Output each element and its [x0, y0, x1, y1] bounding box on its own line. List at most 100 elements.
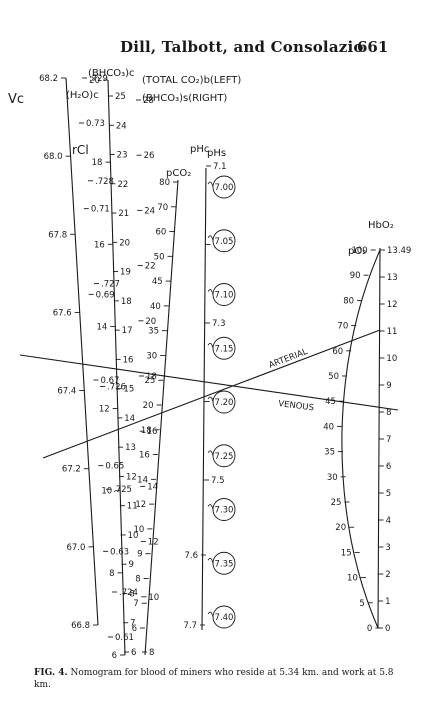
pco2-tick-label: 50: [154, 252, 165, 262]
total_co2-tick-label: 24: [116, 121, 127, 131]
h2o-tick-label: .729: [89, 74, 108, 84]
total_co2-tick-label: 20: [119, 238, 130, 248]
hbo2-tick-label: 5: [386, 489, 391, 499]
total_co2-tick-label: 21: [118, 209, 129, 219]
bhco3_c-tick-label: 6: [112, 651, 117, 661]
phs-tick-label: 7.1: [213, 162, 227, 172]
h2o-tick-label: .727: [101, 280, 120, 290]
total_co2-tick-label: 15: [123, 385, 134, 395]
bhco3_s-tick-label: 18: [146, 372, 157, 382]
po2-tick-label: 25: [331, 498, 342, 508]
nomogram-figure: 68.268.067.867.667.467.267.066.8.729.728…: [8, 68, 411, 661]
phs-circle-arrow: [207, 396, 214, 403]
vc-tick-label: 67.8: [48, 230, 67, 240]
nomogram-ticks: [61, 77, 385, 656]
po2-tick-label: 60: [332, 347, 343, 357]
vc-tick-label: 66.8: [71, 621, 90, 631]
pco2-tick-label: 30: [146, 351, 157, 361]
po2-tick-label: 80: [343, 296, 354, 306]
phs-circle-label: 7.20: [215, 398, 234, 408]
pco2-tick-label: 16: [139, 451, 150, 461]
phs-circle-arrow: [207, 450, 214, 456]
pco2-tick-label: 40: [150, 302, 161, 312]
vc-tick-label: 67.0: [66, 543, 85, 553]
running-title: Dill, Talbott, and Consolazio: [120, 38, 364, 56]
total_co2-tick-label: 7: [130, 619, 135, 629]
h2o-tick-label: .726: [107, 382, 126, 392]
venous-label: VENOUS: [278, 399, 315, 413]
rcl-tick-label: 0.67: [101, 376, 120, 386]
page-number: 661: [357, 38, 389, 56]
total_co2-tick-label: 12: [126, 472, 137, 482]
pco2-tick-label: 6: [132, 624, 137, 634]
bhco3_s-tick-label: 22: [145, 262, 156, 272]
pco2-tick-label: 35: [148, 327, 159, 337]
phc-tick-label: 7.6: [184, 551, 198, 561]
phs-circle-arrow: [207, 289, 214, 295]
bhco3_s-tick-label: 20: [145, 317, 156, 327]
total_co2-tick-label: 11: [127, 502, 138, 512]
po2-tick-label: 100: [351, 246, 367, 256]
hbo2-tick-label: 0: [385, 624, 390, 634]
nomogram-axes: [19, 77, 399, 656]
hbo2-tick-label: 13.49: [387, 246, 411, 256]
hbo2-tick-label: 13: [387, 273, 398, 283]
bhco3_c-tick-label: 20: [89, 76, 100, 86]
page-header: Dill, Talbott, and Consolazio 661: [0, 38, 427, 60]
phs-circle-arrow: [207, 504, 214, 510]
pco2-tick-label: 7: [133, 599, 138, 609]
po2-tick-label: 20: [335, 523, 346, 533]
po2-tick-label: 70: [337, 322, 348, 332]
pco2-tick-label: 80: [159, 178, 170, 188]
phs-tick-label: 7.3: [212, 319, 226, 329]
pco2-tick-label: 14: [137, 475, 148, 485]
pco2-axis: [144, 179, 179, 656]
bhco3_s-tick-label: 12: [148, 538, 159, 548]
rcl-tick-label: 0.73: [86, 119, 105, 129]
bhco3_s-tick-label: 8: [149, 648, 154, 658]
phs-circle-arrow: [207, 181, 214, 188]
bhco3_c-tick-label: 8: [109, 569, 114, 579]
h2o-tick-label: .725: [113, 485, 132, 495]
rcl-tick-label: 0.65: [105, 462, 124, 472]
phs-circle-label: 7.25: [215, 452, 234, 462]
total_co2-tick-label: 6: [131, 648, 136, 658]
vc-tick-label: 67.6: [53, 308, 72, 318]
phs-circle-label: 7.35: [215, 559, 234, 569]
bhco3_s-tick-label: 16: [147, 427, 158, 437]
phs-circle-label: 7.40: [215, 613, 234, 623]
hbo2-tick-label: 2: [385, 570, 390, 580]
po2-tick-label: 40: [323, 422, 334, 432]
pco2-tick-label: 60: [156, 228, 167, 238]
bhco3_s-tick-label: 26: [144, 151, 155, 161]
rcl-title: rCl: [72, 143, 89, 157]
phs-title: pHs: [207, 148, 226, 159]
vc-tick-label: 68.0: [44, 152, 63, 162]
phs-circle-label: 7.10: [215, 291, 234, 301]
bhco3_c-tick-label: 18: [92, 158, 103, 168]
po2-tick-label: 45: [325, 397, 336, 407]
phs-circle-label: 7.15: [215, 344, 234, 354]
pco2-tick-label: 10: [134, 525, 145, 535]
bhco3_s-tick-label: 14: [147, 482, 158, 492]
phs-tick-label: 7.5: [211, 476, 225, 486]
phs-axis: [201, 167, 207, 631]
po2-title: pO₂: [348, 246, 366, 257]
pco2-tick-label: 20: [143, 401, 154, 411]
phs-circle-arrow: [207, 342, 214, 349]
bhco3_c-tick-label: 16: [94, 240, 105, 250]
bhco3_s-tick-label: 10: [148, 593, 159, 603]
figure-caption-text: Nomogram for blood of miners who reside …: [34, 668, 394, 690]
phs-circle-arrow: [207, 611, 214, 618]
total_co2-tick-label: 25: [115, 92, 126, 102]
bhco3_c-tick-label: 14: [96, 322, 107, 332]
po2-tick-label: 30: [327, 473, 338, 483]
hbo2-tick-label: 3: [385, 543, 390, 553]
hbo2-title: HbO₂: [368, 220, 394, 231]
total_co2-tick-label: 10: [128, 531, 139, 541]
phs-circle-arrow: [207, 557, 214, 564]
total_co2-tick-label: 13: [125, 443, 136, 453]
total_co2-tick-label: 14: [124, 414, 135, 424]
po2-tick-label: 90: [350, 271, 361, 281]
figure-label: FIG. 4.: [34, 668, 68, 678]
